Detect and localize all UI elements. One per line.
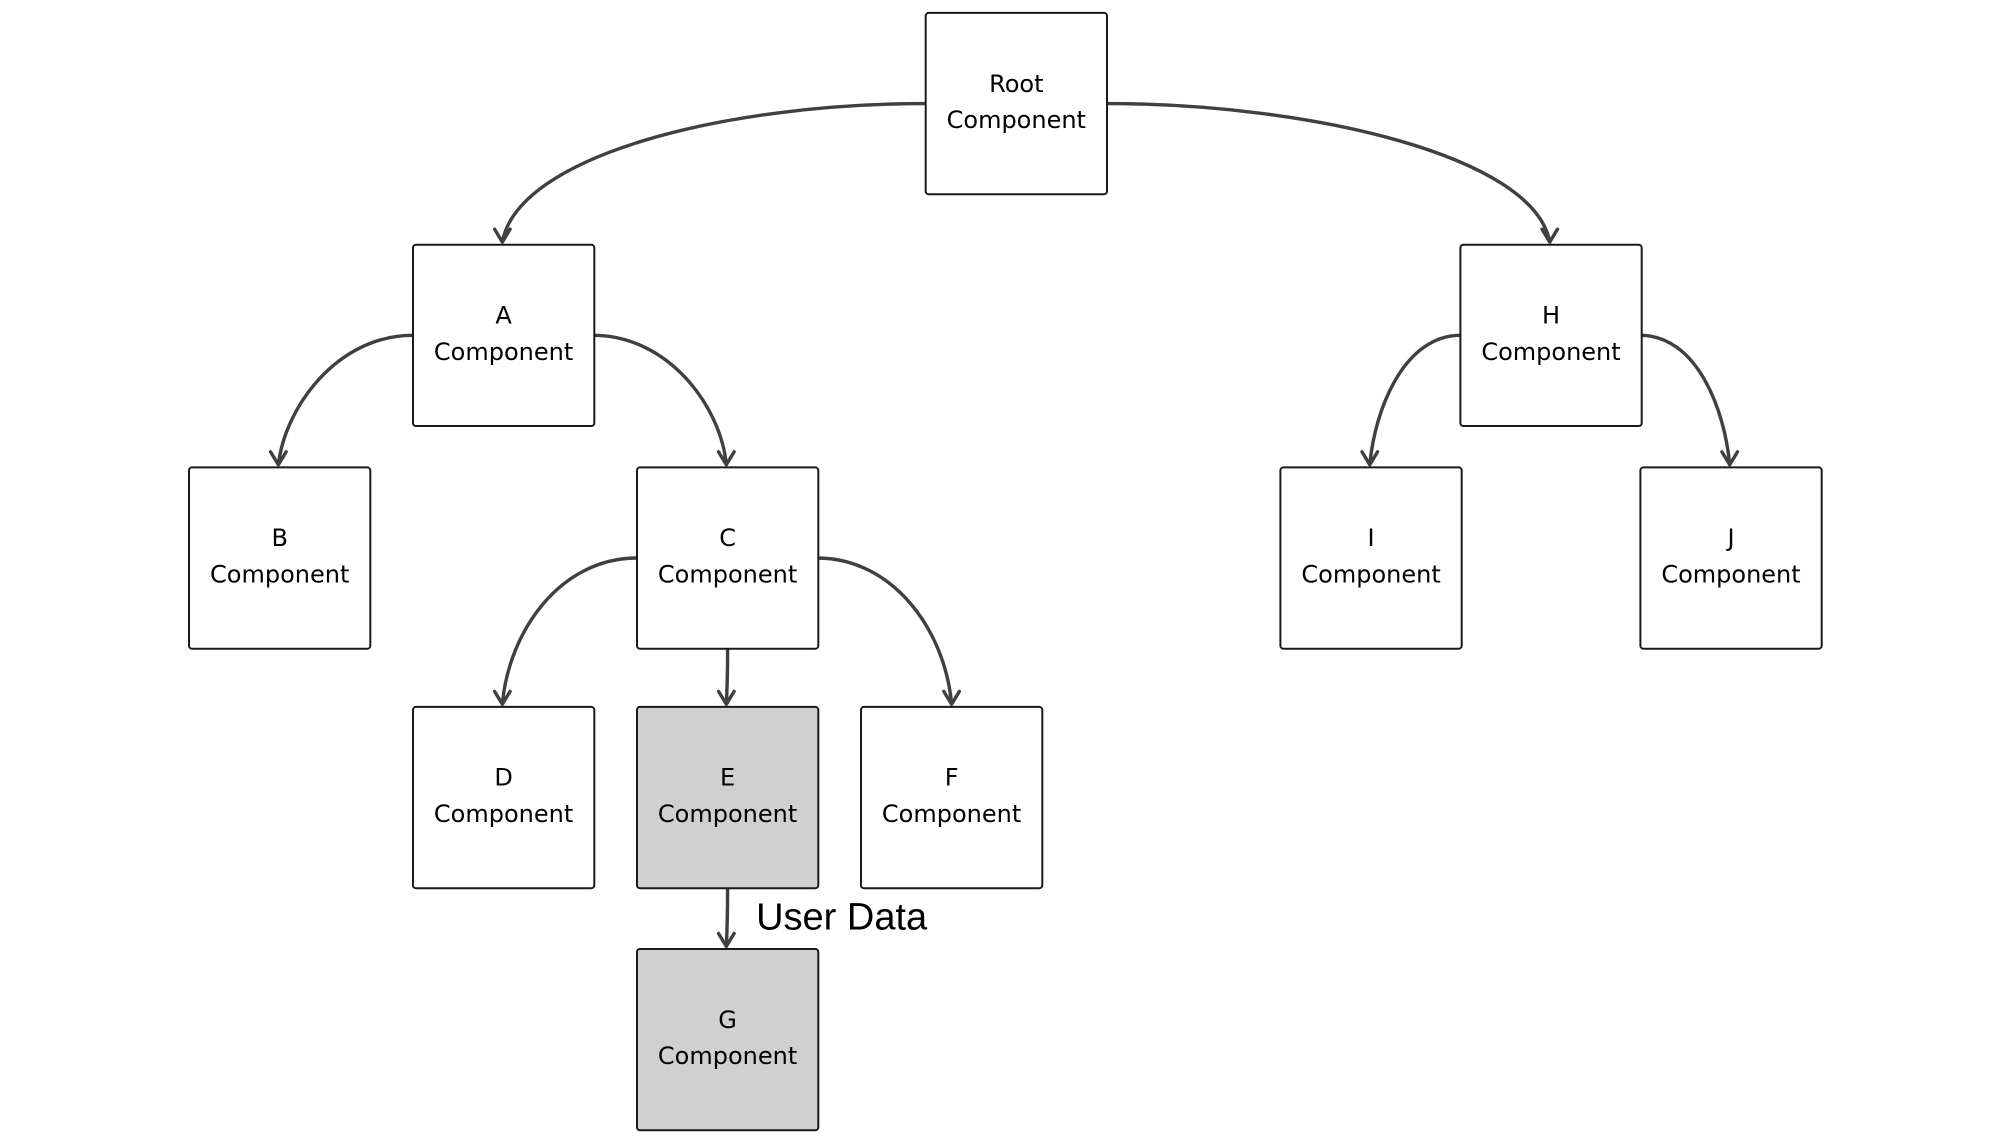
node-g-component[interactable]: G Component xyxy=(636,948,820,1132)
node-title: E xyxy=(720,764,735,792)
node-title: A xyxy=(495,302,512,330)
node-subtitle: Component xyxy=(658,1042,797,1070)
edge-line xyxy=(1640,333,1732,465)
edge-a-c xyxy=(592,333,736,467)
arrow-head-icon xyxy=(942,689,962,707)
edge-line xyxy=(724,647,730,705)
node-box xyxy=(636,466,820,650)
node-subtitle: Component xyxy=(434,800,573,828)
node-subtitle: Component xyxy=(1481,338,1620,366)
edge-line xyxy=(592,333,729,465)
node-title: I xyxy=(1368,524,1375,552)
edges-layer: User Data xyxy=(268,101,1740,949)
edge-c-f xyxy=(816,556,962,707)
node-j-component[interactable]: J Component xyxy=(1639,466,1823,650)
edge-line xyxy=(816,556,954,705)
node-box xyxy=(636,705,820,890)
node-title: B xyxy=(271,524,287,552)
edge-line xyxy=(724,886,730,947)
node-subtitle: Component xyxy=(434,338,573,366)
node-h-component[interactable]: H Component xyxy=(1459,243,1643,427)
node-box xyxy=(412,705,596,890)
arrow-head-icon xyxy=(716,931,736,949)
node-title: H xyxy=(1542,302,1560,330)
node-box xyxy=(636,948,820,1132)
node-e-component[interactable]: E Component xyxy=(636,705,820,890)
nodes-layer: RootComponentAComponentHComponentBCompon… xyxy=(188,11,1823,1132)
node-f-component[interactable]: F Component xyxy=(860,705,1044,890)
arrow-head-icon xyxy=(716,450,736,467)
node-title: D xyxy=(494,764,512,792)
node-box xyxy=(188,466,372,650)
edge-root-a xyxy=(492,101,926,244)
node-box xyxy=(1639,466,1823,650)
arrow-head-icon xyxy=(492,227,512,244)
arrow-head-icon xyxy=(1360,450,1380,467)
node-subtitle: Component xyxy=(658,800,797,828)
arrow-head-icon xyxy=(1540,227,1560,244)
node-subtitle: Component xyxy=(210,561,349,589)
edge-line xyxy=(276,333,414,465)
edge-label: User Data xyxy=(756,897,928,939)
edge-line xyxy=(1368,333,1461,465)
node-box xyxy=(860,705,1044,890)
node-title: Root xyxy=(989,70,1043,98)
node-b-component[interactable]: B Component xyxy=(188,466,372,650)
edge-c-e xyxy=(716,647,736,707)
node-subtitle: Component xyxy=(882,800,1021,828)
arrow-head-icon xyxy=(492,689,512,707)
node-a-component[interactable]: A Component xyxy=(412,243,596,427)
node-i-component[interactable]: I Component xyxy=(1279,466,1463,650)
node-subtitle: Component xyxy=(1661,561,1800,589)
edge-e-g xyxy=(716,886,736,949)
arrow-head-icon xyxy=(268,450,288,467)
arrow-head-icon xyxy=(1720,450,1740,467)
arrow-head-icon xyxy=(716,689,736,707)
node-box xyxy=(412,243,596,427)
node-box xyxy=(1279,466,1463,650)
edge-a-b xyxy=(268,333,414,467)
node-subtitle: Component xyxy=(1301,561,1440,589)
node-title: G xyxy=(718,1006,737,1034)
node-box xyxy=(1459,243,1643,427)
node-title: C xyxy=(719,524,736,552)
edge-c-d xyxy=(492,556,637,707)
node-title: F xyxy=(945,764,959,792)
node-d-component[interactable]: D Component xyxy=(412,705,596,890)
node-subtitle: Component xyxy=(658,561,797,589)
edge-h-j xyxy=(1640,333,1740,467)
edge-line xyxy=(500,556,637,705)
edge-line xyxy=(500,101,926,243)
node-c-component[interactable]: C Component xyxy=(636,466,820,650)
node-subtitle: Component xyxy=(947,106,1086,134)
edge-root-h xyxy=(1106,101,1560,244)
edge-line xyxy=(1106,101,1552,243)
edge-h-i xyxy=(1360,333,1461,467)
node-title: J xyxy=(1725,524,1734,552)
node-box xyxy=(924,11,1109,196)
